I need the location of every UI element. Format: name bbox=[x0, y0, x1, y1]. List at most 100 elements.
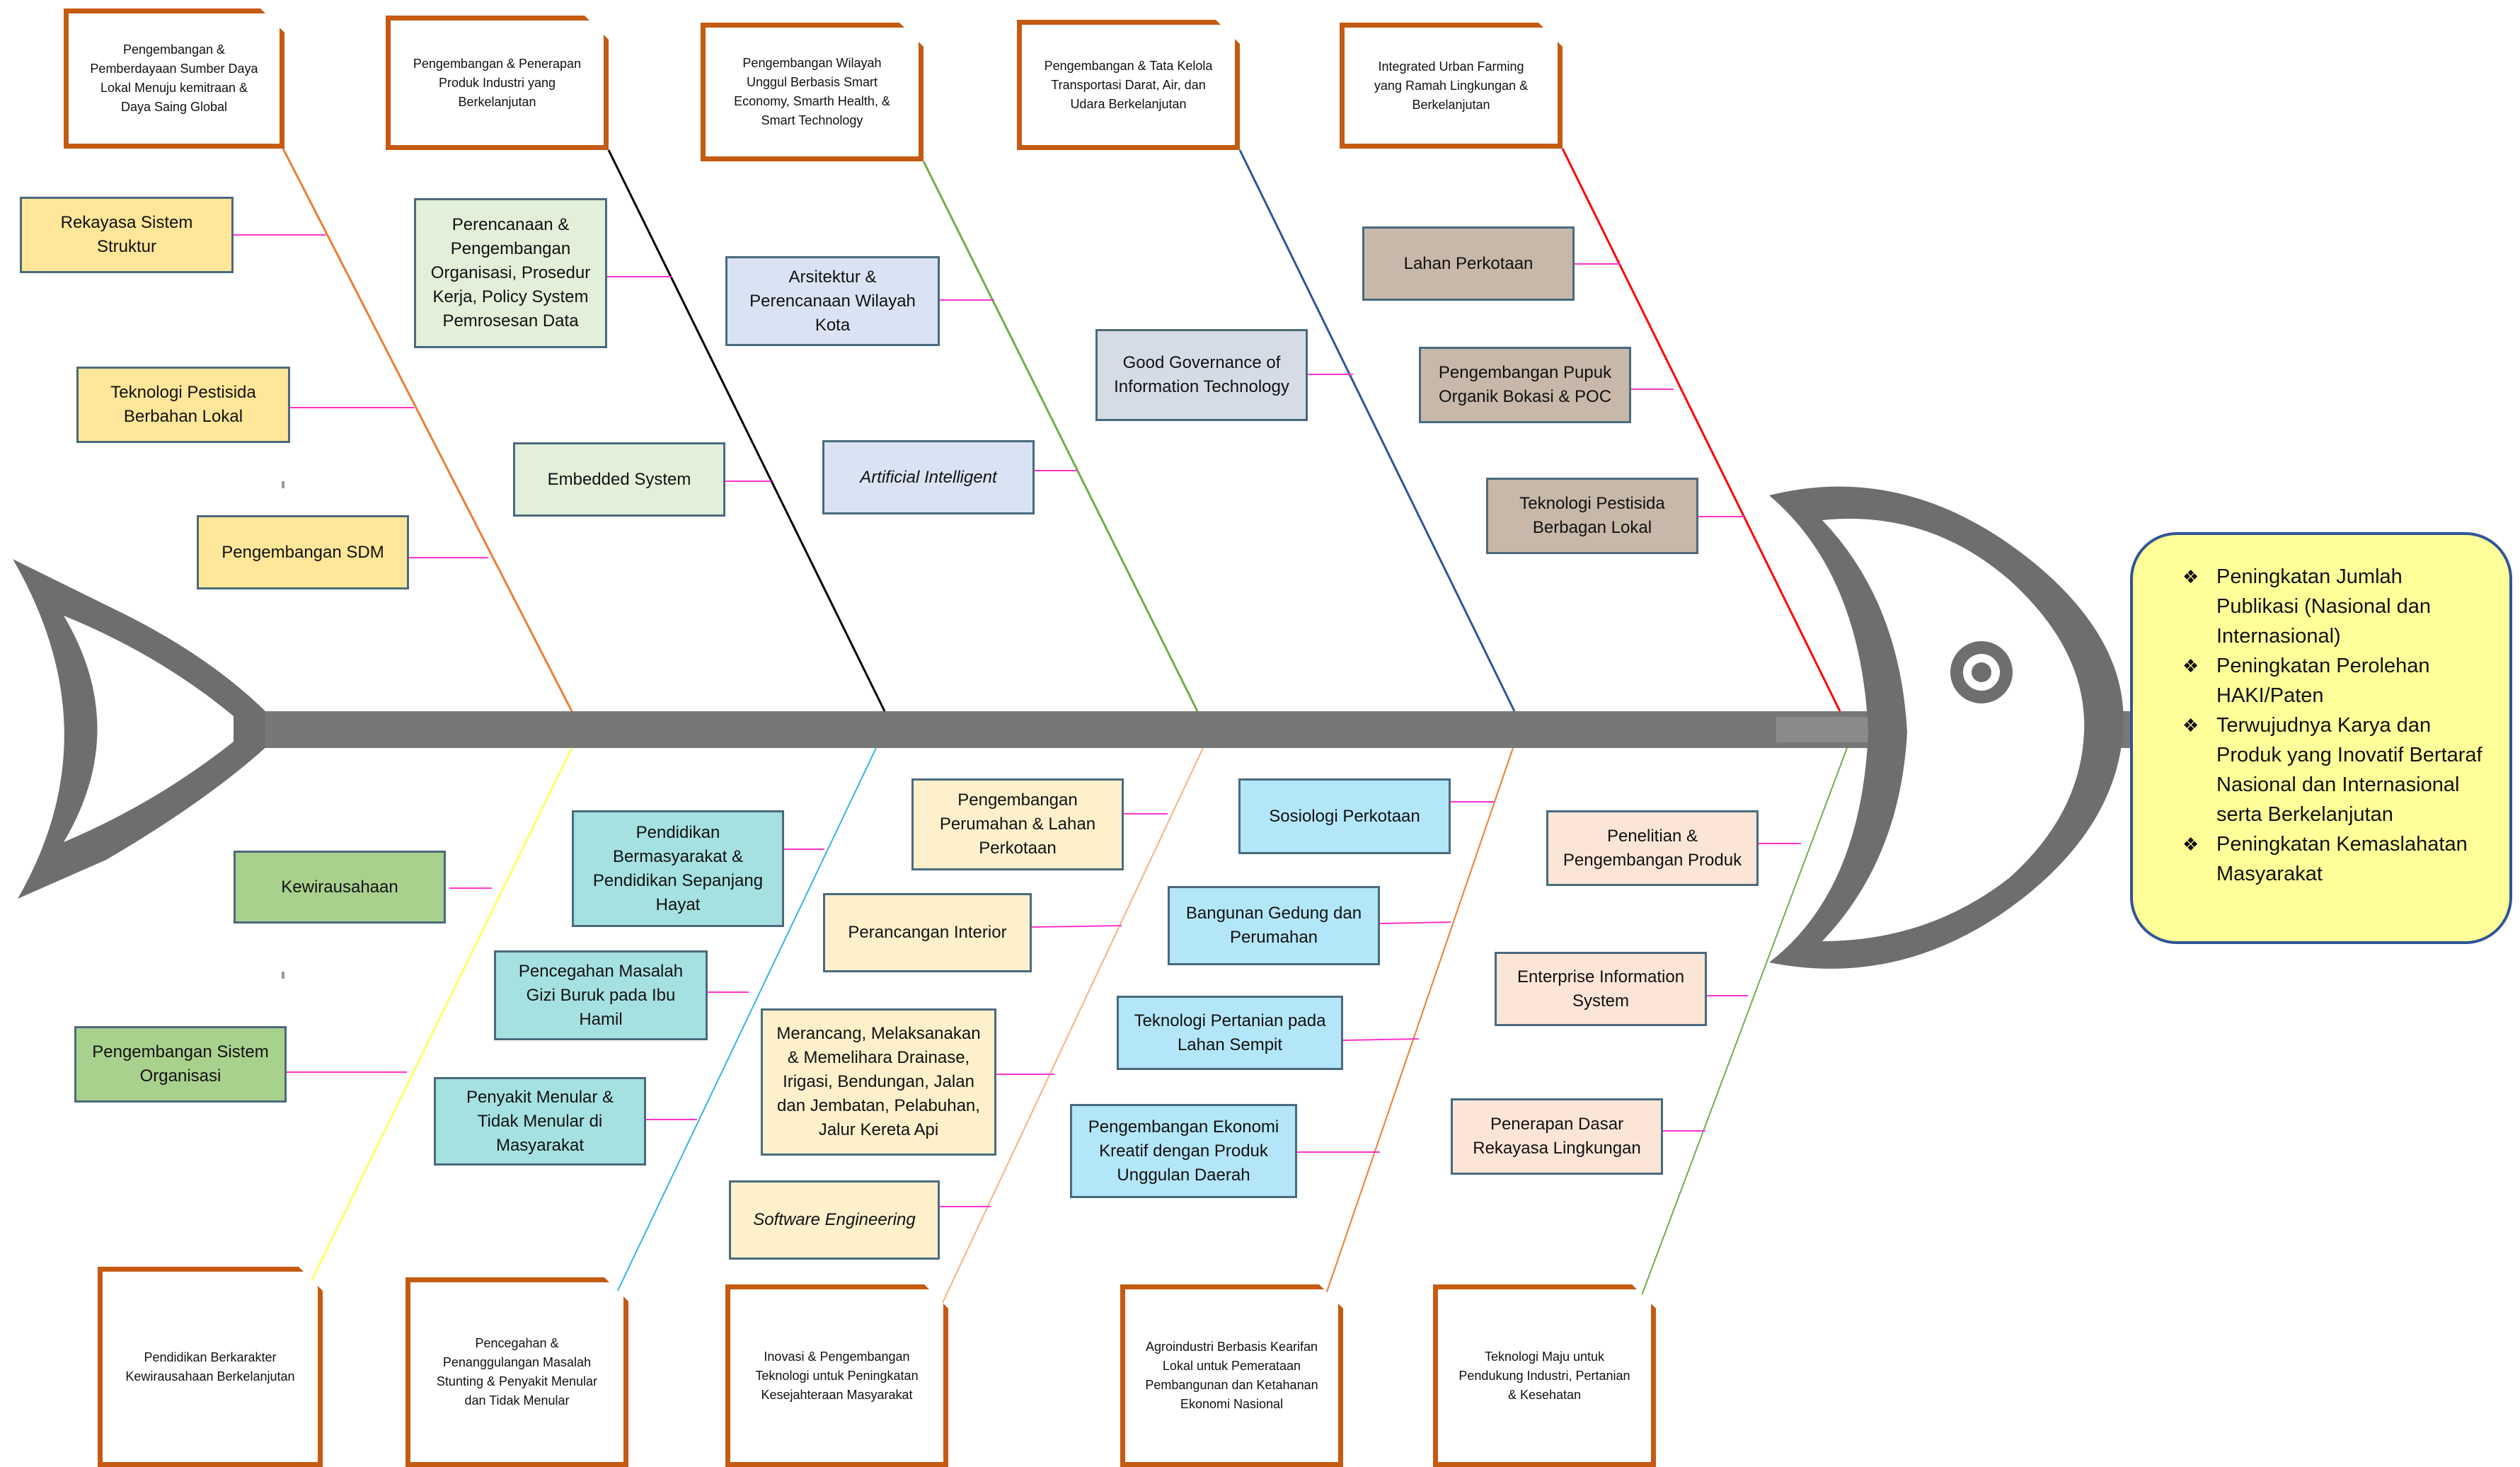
topic-label: Pengembangan Sistem Organisasi bbox=[92, 1042, 269, 1086]
topic-label: Sosiologi Perkotaan bbox=[1269, 806, 1420, 826]
topic-box: Teknologi Pertanian pada Lahan Sempit bbox=[1117, 996, 1343, 1070]
topic-box: Pendidikan Bermasyarakat & Pendidikan Se… bbox=[572, 810, 784, 927]
category-box-bottom-2: Pencegahan & Penanggulangan Masalah Stun… bbox=[405, 1277, 628, 1467]
outcome-item: ❖ Terwujudnya Karya dan Produk yang Inova… bbox=[2182, 711, 2488, 829]
category-label: Pendidikan Berkarakter Kewirausahaan Ber… bbox=[125, 1350, 295, 1383]
fish-eye-icon bbox=[1950, 641, 2013, 703]
topic-label: Software Engineering bbox=[753, 1210, 916, 1229]
outcome-list: ❖ Peningkatan Jumlah Publikasi (Nasional … bbox=[2182, 562, 2488, 889]
category-box-top-2: Pengembangan & Penerapan Produk Industri… bbox=[386, 16, 609, 150]
bone-cat1 bbox=[282, 148, 573, 712]
topic-box: Penyakit Menular & Tidak Menular di Masy… bbox=[434, 1077, 646, 1166]
topic-box: Perancangan Interior bbox=[823, 893, 1032, 972]
category-box-top-3: Pengembangan Wilayah Unggul Berbasis Sma… bbox=[701, 23, 924, 161]
category-label: Pengembangan & Pemberdayaan Sumber Daya … bbox=[90, 42, 258, 114]
topic-box: Perencanaan & Pengembangan Organisasi, P… bbox=[414, 198, 607, 348]
topic-label: Pengembangan Perumahan & Lahan Perkotaan bbox=[939, 790, 1096, 858]
topic-box: Embedded System bbox=[513, 442, 725, 517]
topic-box: Arsitektur & Perencanaan Wilayah Kota bbox=[725, 256, 940, 346]
diamond-bullet-icon: ❖ bbox=[2182, 655, 2199, 677]
decorative-mark bbox=[282, 972, 284, 979]
topic-box: Enterprise Information System bbox=[1495, 952, 1707, 1026]
topic-label: Teknologi Pestisida Berbagan Lokal bbox=[1519, 494, 1665, 537]
topic-box: Teknologi Pestisida Berbahan Lokal bbox=[76, 367, 290, 443]
topic-box: Merancang, Melaksanakan & Memelihara Dra… bbox=[761, 1008, 996, 1156]
outcome-text: Terwujudnya Karya dan Produk yang Inovat… bbox=[2216, 714, 2482, 826]
topic-box: Penelitian & Pengembangan Produk bbox=[1546, 810, 1759, 886]
outcome-item: ❖ Peningkatan Jumlah Publikasi (Nasional … bbox=[2182, 562, 2488, 651]
topic-box: Pengembangan Perumahan & Lahan Perkotaan bbox=[911, 778, 1124, 870]
topic-label: Penelitian & Pengembangan Produk bbox=[1563, 826, 1742, 870]
fish-head-icon bbox=[1769, 486, 2124, 969]
topic-label: Enterprise Information System bbox=[1517, 967, 1685, 1011]
topic-box: Penerapan Dasar Rekayasa Lingkungan bbox=[1451, 1098, 1663, 1175]
outcome-text: Peningkatan Kemaslahatan Masyarakat bbox=[2216, 833, 2468, 885]
bone-cat4 bbox=[1238, 149, 1516, 712]
bone-cat8 bbox=[940, 747, 1204, 1306]
topic-label: Kewirausahaan bbox=[281, 877, 398, 897]
diamond-bullet-icon: ❖ bbox=[2182, 715, 2199, 736]
outcome-box: ❖ Peningkatan Jumlah Publikasi (Nasional … bbox=[2130, 532, 2512, 944]
topic-box: Teknologi Pestisida Berbagan Lokal bbox=[1486, 478, 1698, 554]
decorative-mark bbox=[282, 481, 284, 488]
topic-label: Teknologi Pestisida Berbahan Lokal bbox=[110, 383, 256, 426]
topic-label: Penerapan Dasar Rekayasa Lingkungan bbox=[1473, 1115, 1641, 1158]
topic-label: Rekayasa Sistem Struktur bbox=[60, 213, 193, 256]
bone-cat10 bbox=[1641, 747, 1848, 1296]
topic-box: Pengembangan Pupuk Organik Bokasi & POC bbox=[1419, 347, 1631, 423]
diamond-bullet-icon: ❖ bbox=[2182, 566, 2199, 587]
topic-label: Arsitektur & Perencanaan Wilayah Kota bbox=[749, 267, 916, 335]
bone-cat2 bbox=[607, 149, 886, 712]
diamond-bullet-icon: ❖ bbox=[2182, 834, 2199, 855]
topic-label: Pendidikan Bermasyarakat & Pendidikan Se… bbox=[592, 822, 764, 914]
topic-box: Rekayasa Sistem Struktur bbox=[20, 197, 234, 273]
outcome-item: ❖Peningkatan Perolehan HAKI/Paten bbox=[2182, 651, 2488, 711]
topic-label: Teknologi Pertanian pada Lahan Sempit bbox=[1134, 1011, 1326, 1054]
topic-box: Pengembangan Sistem Organisasi bbox=[74, 1026, 287, 1103]
topic-box: Kewirausahaan bbox=[234, 851, 446, 924]
outcome-item: ❖ Peningkatan Kemaslahatan Masyarakat bbox=[2182, 829, 2488, 889]
fish-tail-icon bbox=[13, 559, 269, 899]
category-label: Agroindustri Berbasis Kearifan Lokal unt… bbox=[1145, 1340, 1318, 1411]
topic-connectors bbox=[234, 234, 1801, 1207]
topic-label: Artificial Intelligent bbox=[860, 467, 997, 487]
topic-box: Pencegahan Masalah Gizi Buruk pada Ibu H… bbox=[494, 950, 708, 1040]
topic-label: Bangunan Gedung dan Perumahan bbox=[1185, 904, 1362, 947]
topic-label: Pencegahan Masalah Gizi Buruk pada Ibu H… bbox=[518, 961, 684, 1029]
category-box-top-4: Pengembangan & Tata Kelola Transportasi … bbox=[1017, 20, 1240, 150]
bone-cat5 bbox=[1561, 148, 1841, 712]
outcome-text: Peningkatan Jumlah Publikasi (Nasional d… bbox=[2216, 565, 2432, 648]
topic-box: Pengembangan Ekonomi Kreatif dengan Prod… bbox=[1070, 1104, 1297, 1198]
topic-label: Penyakit Menular & Tidak Menular di Masy… bbox=[466, 1087, 614, 1155]
topic-label: Perencanaan & Pengembangan Organisasi, P… bbox=[430, 215, 591, 330]
category-box-top-1: Pengembangan & Pemberdayaan Sumber Daya … bbox=[64, 8, 284, 149]
topic-box: Lahan Perkotaan bbox=[1362, 226, 1575, 301]
category-box-top-5: Integrated Urban Farming yang Ramah Ling… bbox=[1340, 23, 1563, 149]
bone-cat9 bbox=[1323, 747, 1514, 1303]
bone-cat7 bbox=[615, 747, 877, 1296]
category-box-bottom-3: Inovasi & Pengembangan Teknologi untuk P… bbox=[725, 1284, 948, 1467]
category-box-bottom-1: Pendidikan Berkarakter Kewirausahaan Ber… bbox=[98, 1267, 323, 1467]
topic-label: Good Governance of Information Technolog… bbox=[1114, 353, 1289, 396]
topic-label: Merancang, Melaksanakan & Memelihara Dra… bbox=[776, 1024, 981, 1139]
topic-box: Pengembangan SDM bbox=[197, 515, 409, 589]
bone-cat6 bbox=[310, 747, 573, 1282]
category-label: Pengembangan & Tata Kelola Transportasi … bbox=[1044, 58, 1213, 111]
topic-label: Perancangan Interior bbox=[848, 923, 1007, 942]
category-label: Inovasi & Pengembangan Teknologi untuk P… bbox=[755, 1349, 919, 1402]
category-box-bottom-4: Agroindustri Berbasis Kearifan Lokal unt… bbox=[1120, 1284, 1343, 1467]
category-box-bottom-5: Teknologi Maju untuk Pendukung Industri,… bbox=[1433, 1284, 1656, 1467]
topic-box: Good Governance of Information Technolog… bbox=[1095, 329, 1308, 421]
category-label: Integrated Urban Farming yang Ramah Ling… bbox=[1374, 59, 1529, 112]
category-label: Pengembangan & Penerapan Produk Industri… bbox=[413, 56, 582, 109]
category-label: Teknologi Maju untuk Pendukung Industri,… bbox=[1459, 1349, 1630, 1402]
bone-cat3 bbox=[922, 161, 1199, 712]
topic-box: Sosiologi Perkotaan bbox=[1238, 778, 1451, 854]
topic-box: Artificial Intelligent bbox=[822, 440, 1035, 514]
topic-box: Bangunan Gedung dan Perumahan bbox=[1168, 886, 1380, 965]
topic-label: Pengembangan Ekonomi Kreatif dengan Prod… bbox=[1088, 1117, 1279, 1185]
category-label: Pengembangan Wilayah Unggul Berbasis Sma… bbox=[734, 56, 890, 127]
topic-label: Lahan Perkotaan bbox=[1403, 253, 1534, 273]
